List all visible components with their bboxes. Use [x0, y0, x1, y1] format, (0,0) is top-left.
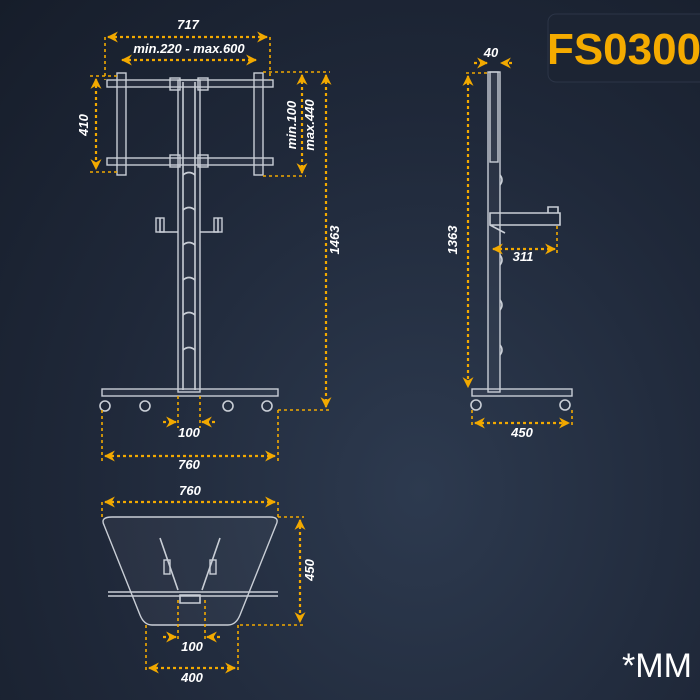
dim-base-depth: 450: [510, 425, 533, 440]
bottom-view: 760 450 100 400: [101, 483, 317, 685]
dim-bottom-depth: 450: [302, 558, 317, 581]
shelf-hooks: [155, 217, 223, 233]
dim-vesa-height-max: max.440: [302, 99, 317, 151]
side-view: 40 1363 311 450: [445, 45, 573, 440]
unit-note: *MM: [622, 647, 692, 685]
dim-shelf-depth: 311: [513, 249, 534, 264]
model-number: FS0300: [547, 25, 700, 74]
dim-bracket-height: 410: [76, 113, 91, 136]
shelf: [489, 206, 561, 234]
dim-vesa-width: min.220 - max.600: [133, 41, 245, 56]
base: [99, 388, 279, 412]
dim-bottom-width: 760: [179, 483, 201, 498]
dim-vesa-height-min: min.100: [284, 100, 299, 149]
dim-side-height: 1363: [445, 225, 460, 255]
dim-pole-width: 100: [178, 425, 200, 440]
dim-bottom-pole-width: 100: [181, 639, 203, 654]
tv-bracket: [106, 72, 274, 176]
dim-rear-width: 400: [180, 670, 203, 685]
dim-overall-width: 717: [177, 17, 199, 32]
dim-depth-top: 40: [483, 45, 499, 60]
pole: [177, 79, 201, 393]
front-view: 717 min.220 - max.600 410 min.100 max.44…: [76, 17, 342, 472]
wheel-icon: [99, 400, 273, 412]
model-badge: FS0300: [547, 13, 700, 83]
dim-total-height: 1463: [327, 225, 342, 255]
dim-base-width: 760: [178, 457, 200, 472]
